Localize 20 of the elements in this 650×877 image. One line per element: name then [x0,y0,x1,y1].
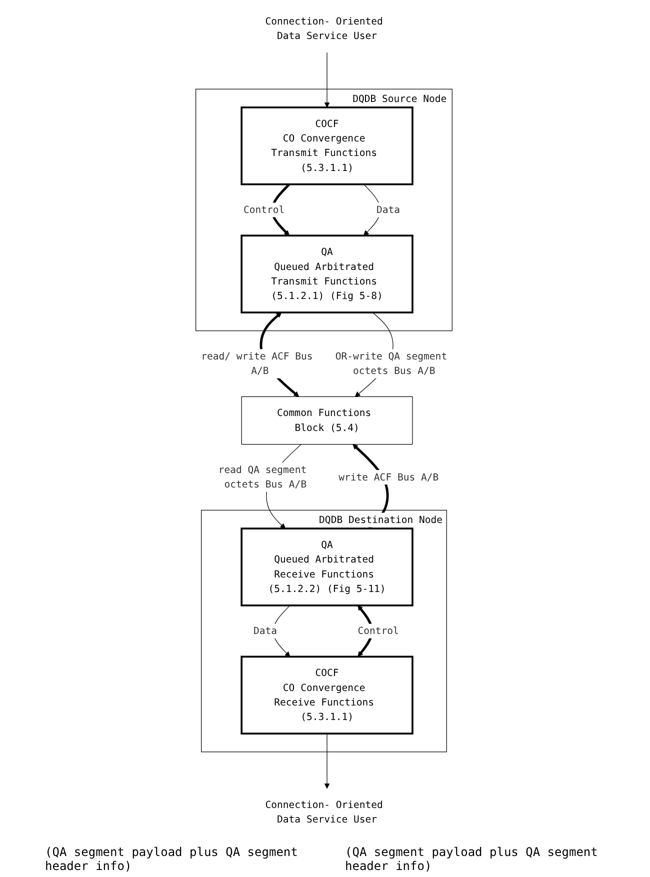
node-box: QA Queued Arbitrated Transmit Functions (5.1.2.1) (Fig 5-8) [240,234,413,314]
node-box: COCF CO Convergence Transmit Functions (5.3.1.1) [240,106,413,186]
edge-label: read/ write ACF Bus A/B [200,350,312,377]
arrow [324,733,330,789]
edge-label: write ACF Bus A/B [338,471,438,483]
node-box: Common Functions Block (5.4) [240,396,412,445]
edge-label: Control [243,204,284,216]
edge-label: OR-write QA segment octets Bus A/B [334,350,447,377]
arrow [324,52,330,108]
edge-label: Control [357,624,398,637]
edge-label: Data [252,624,276,637]
note-text: (QA segment payload plus QA segment header info) [45,845,299,873]
node-box: COCF CO Convergence Receive Functions (5.3.1.1) [240,656,413,734]
arrow [362,184,380,236]
edge-label: Data [376,204,400,216]
node-text: Connection- Oriented Data Service User [264,798,382,826]
edge-label: read QA segment octets Bus A/B [218,464,306,490]
node-text: Connection- Oriented Data Service User [264,15,382,42]
note-text: (QA segment payload plus QA segment header info) [345,845,599,873]
node-box: QA Queued Arbitrated Receive Functions (5.1.2.2) (Fig 5-11) [240,528,413,606]
